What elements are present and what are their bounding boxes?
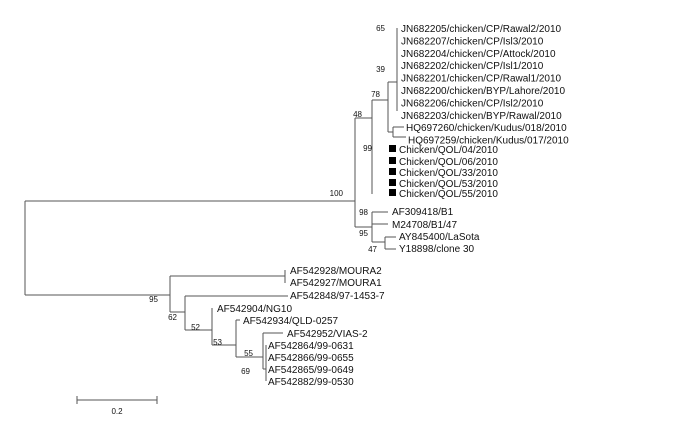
filled-square-marker xyxy=(389,179,396,186)
taxon-label: Y18898/clone 30 xyxy=(399,244,475,255)
taxon-label: AF542927/MOURA1 xyxy=(290,278,382,289)
taxon-label: AF542904/NG10 xyxy=(217,304,292,315)
taxon-label: Chicken/QOL/53/2010 xyxy=(399,179,498,190)
bootstrap-value: 100 xyxy=(330,189,344,198)
taxon-label: AF542865/99-0649 xyxy=(268,365,354,376)
taxon-label: AF542928/MOURA2 xyxy=(290,266,382,277)
bootstrap-value: 39 xyxy=(376,65,385,74)
bootstrap-value: 52 xyxy=(191,323,200,332)
bootstrap-value: 95 xyxy=(149,295,158,304)
taxon-label: JN682204/chicken/CP/Attock/2010 xyxy=(401,49,556,60)
taxon-label: AF542866/99-0655 xyxy=(268,353,354,364)
taxon-label: AF309418/B1 xyxy=(392,207,454,218)
bootstrap-value: 99 xyxy=(363,144,372,153)
taxon-label: Chicken/QOL/55/2010 xyxy=(399,189,498,200)
taxon-label: HQ697259/chicken/Kudus/017/2010 xyxy=(408,136,569,147)
taxon-label: Chicken/QOL/04/2010 xyxy=(399,145,498,156)
taxon-label: AF542864/99-0631 xyxy=(268,341,354,352)
taxon-label: JN682206/chicken/CP/Isl2/2010 xyxy=(401,98,544,109)
bootstrap-value: 62 xyxy=(168,313,177,322)
bootstrap-value: 48 xyxy=(353,110,362,119)
taxon-label: JN682203/chicken/BYP/Rawal/2010 xyxy=(401,111,562,122)
taxon-label: Chicken/QOL/33/2010 xyxy=(399,168,498,179)
taxon-label: Chicken/QOL/06/2010 xyxy=(399,157,498,168)
filled-square-marker xyxy=(389,168,396,175)
taxon-label: JN682201/chicken/CP/Rawal1/2010 xyxy=(401,74,562,85)
taxon-label: JN682205/chicken/CP/Rawal2/2010 xyxy=(401,24,562,35)
sample-markers xyxy=(389,145,396,196)
bootstrap-value: 69 xyxy=(241,367,250,376)
filled-square-marker xyxy=(389,145,396,152)
bootstrap-value: 98 xyxy=(359,208,368,217)
taxon-label: JN682200/chicken/BYP/Lahore/2010 xyxy=(401,86,565,97)
scale-bar: 0.2 xyxy=(76,396,158,416)
bootstrap-value: 47 xyxy=(368,245,377,254)
bootstrap-value: 78 xyxy=(371,90,380,99)
bootstrap-value: 95 xyxy=(359,229,368,238)
taxon-label: JN682207/chicken/CP/Isl3/2010 xyxy=(401,36,544,47)
taxon-label: AF542934/QLD-0257 xyxy=(243,316,339,327)
taxon-label: M24708/B1/47 xyxy=(392,220,457,231)
filled-square-marker xyxy=(389,157,396,164)
taxon-label: HQ697260/chicken/Kudus/018/2010 xyxy=(406,123,567,134)
bootstrap-value: 65 xyxy=(376,24,385,33)
taxon-labels: JN682205/chicken/CP/Rawal2/2010JN682207/… xyxy=(217,24,569,388)
taxon-label: AF542952/VIAS-2 xyxy=(287,329,368,340)
taxon-label: JN682202/chicken/CP/Isl1/2010 xyxy=(401,61,544,72)
bootstrap-value: 53 xyxy=(213,338,222,347)
tree-branches xyxy=(24,28,406,381)
filled-square-marker xyxy=(389,189,396,196)
taxon-label: AF542848/97-1453-7 xyxy=(290,291,385,302)
taxon-label: AY845400/LaSota xyxy=(399,232,480,243)
scale-bar-label: 0.2 xyxy=(111,407,123,416)
taxon-label: AF542882/99-0530 xyxy=(268,377,354,388)
bootstrap-value: 55 xyxy=(244,349,253,358)
